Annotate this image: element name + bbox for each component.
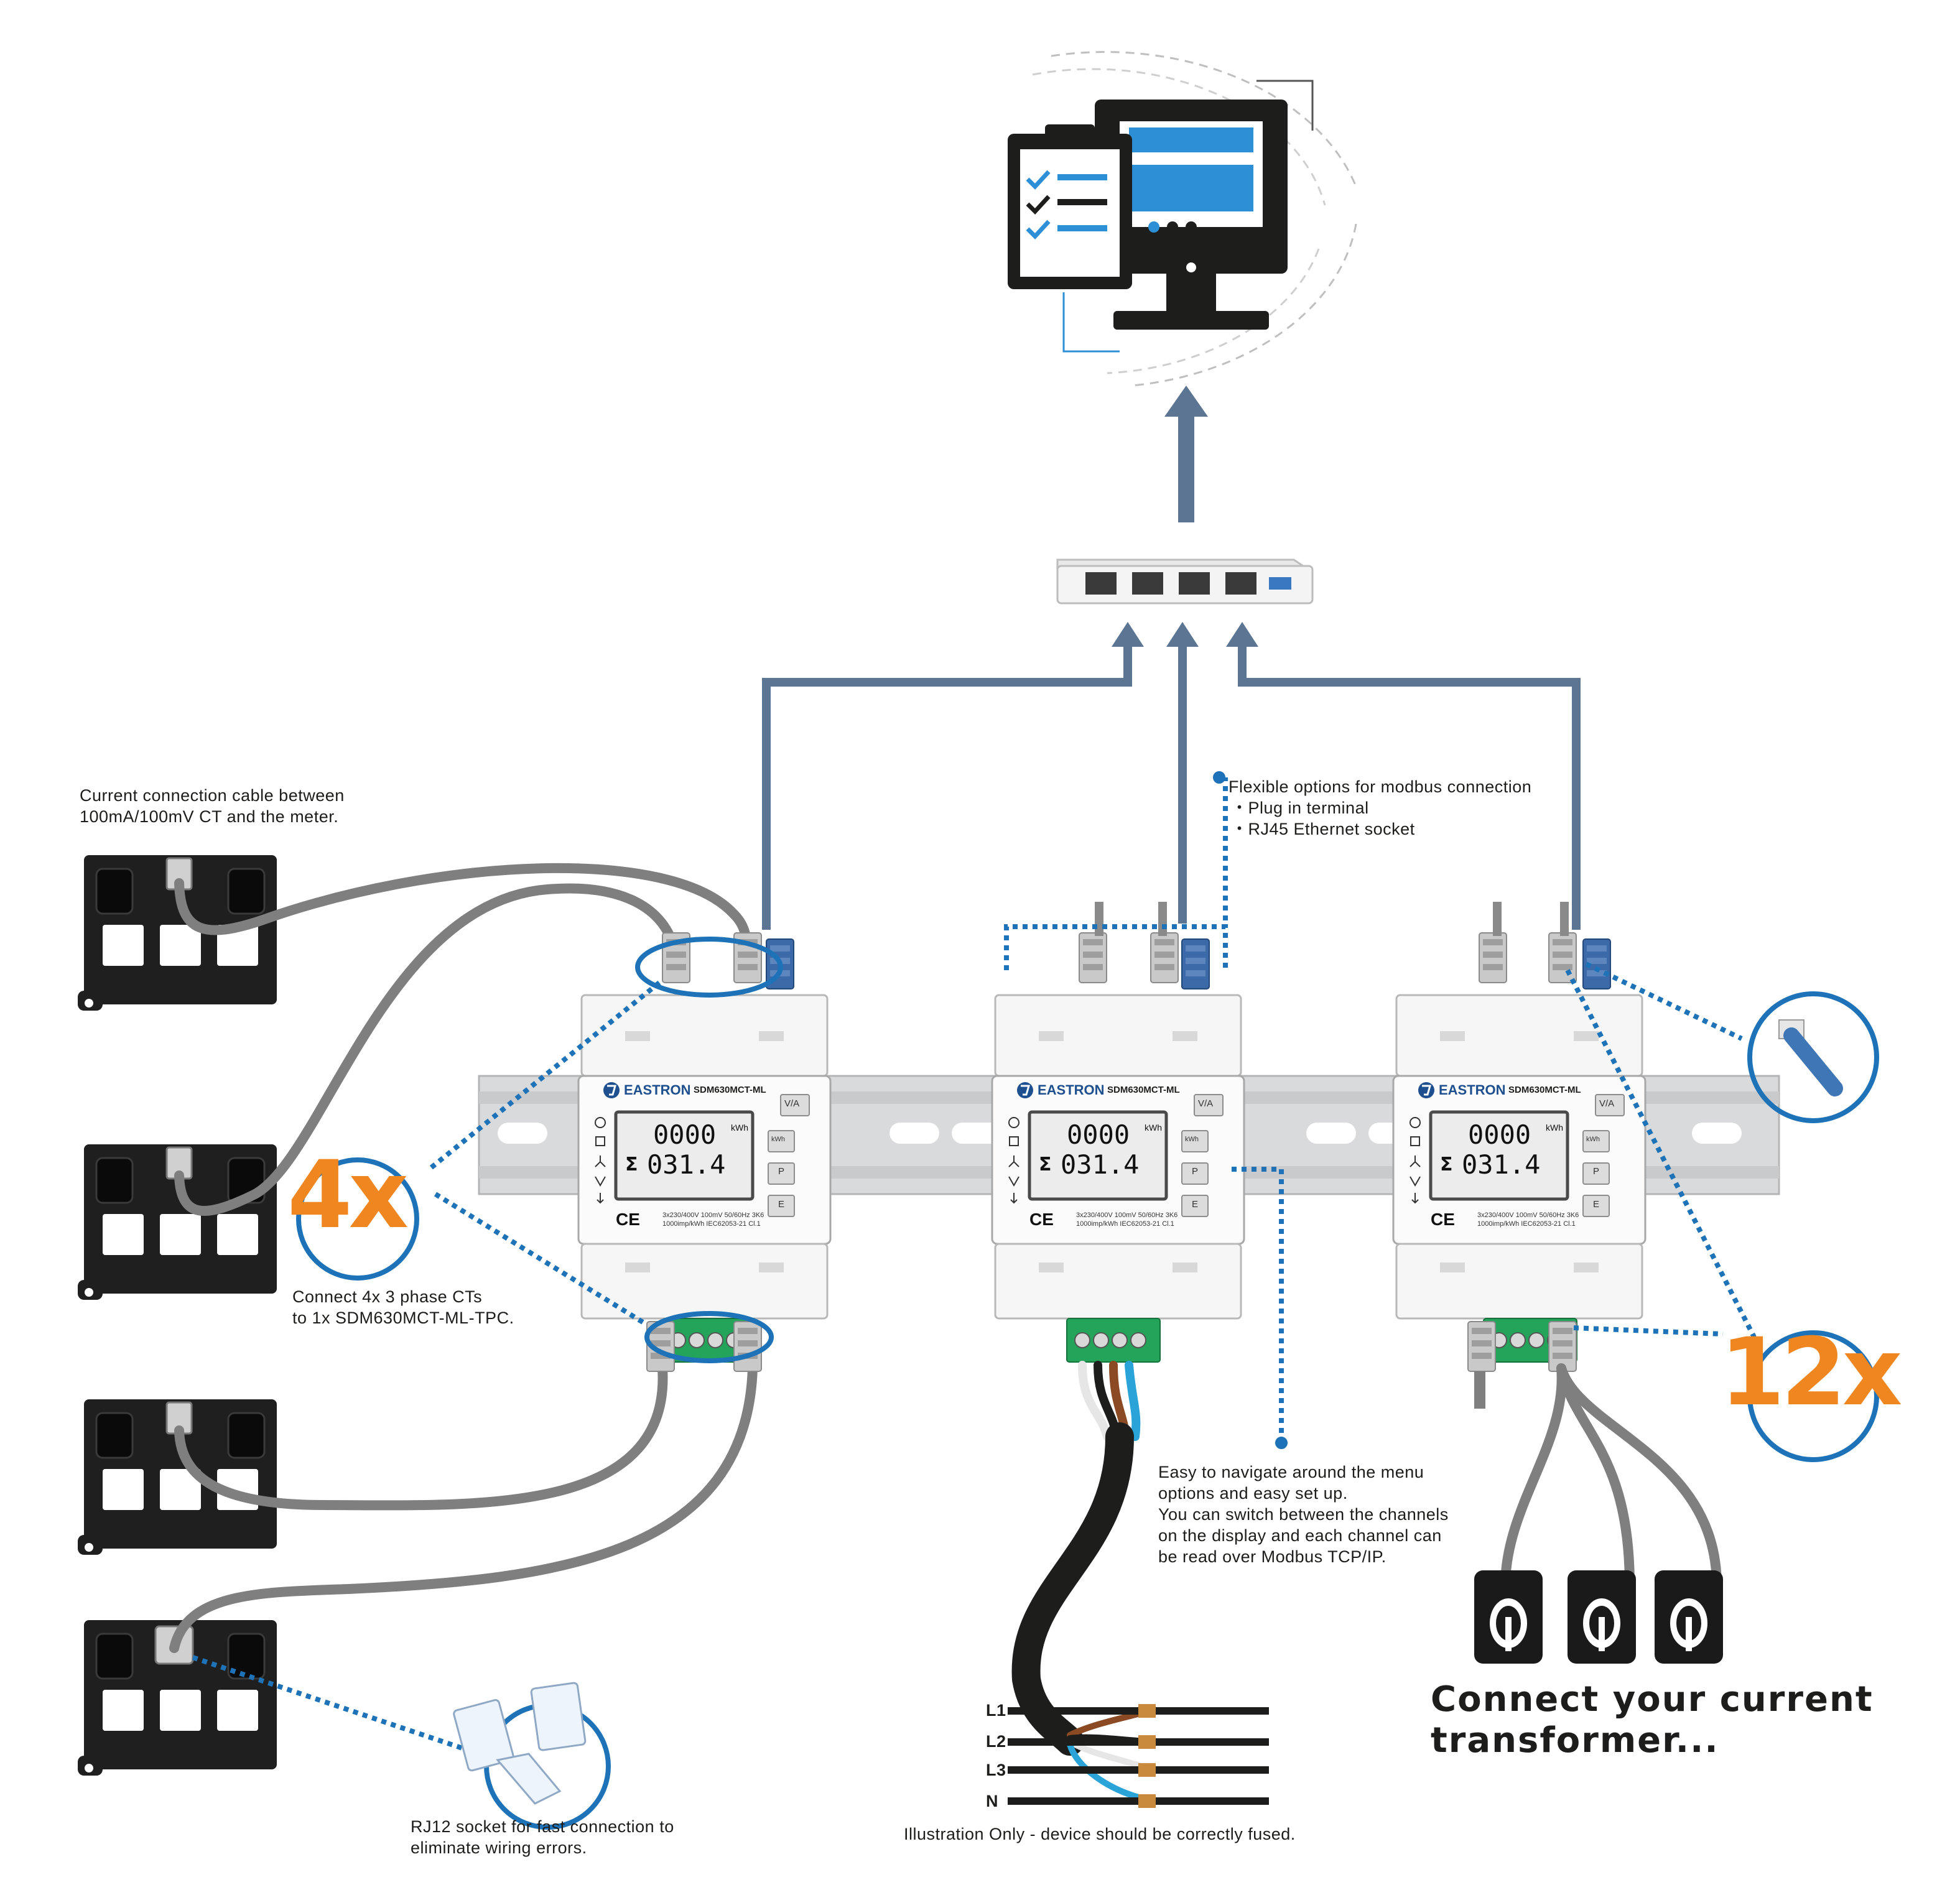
connect-4x-note: Connect 4x 3 phase CTs to 1x SDM630MCT-M… — [292, 1286, 514, 1328]
navigate-line-1: Easy to navigate around the menu — [1158, 1463, 1424, 1481]
button-va[interactable]: V/A — [1599, 1098, 1615, 1109]
button-p[interactable]: P — [1593, 1166, 1600, 1177]
current-cables — [169, 863, 758, 1653]
ce-mark: CE — [1029, 1210, 1054, 1229]
button-kwh[interactable]: kWh — [771, 1136, 785, 1143]
ethernet-switch-icon — [1056, 558, 1314, 605]
navigate-line-3: You can switch between the channels — [1158, 1505, 1449, 1524]
navigate-note: Easy to navigate around the menu options… — [1158, 1462, 1449, 1567]
meter-reading-top: 0000 — [653, 1119, 717, 1150]
meter-spec-1: 3x230/400V 100mV 50/60Hz 3K6 — [662, 1212, 764, 1219]
meter-3-labels: EASTRON SDM630MCT-ML 0000 kWh Σ 031.4 3x… — [1396, 995, 1642, 1318]
terminal-blocks — [646, 1318, 1577, 1409]
dotted-callouts — [192, 777, 1757, 1763]
button-e[interactable]: E — [778, 1199, 785, 1210]
current-cable-line-2: 100mA/100mV CT and the meter. — [80, 807, 339, 826]
meter-1-labels: EASTRON SDM630MCT-ML 0000 kWh Σ 031.4 3x… — [582, 995, 827, 1318]
button-e[interactable]: E — [1593, 1199, 1600, 1210]
meter-reading-top: 0000 — [1067, 1119, 1130, 1150]
connect-ct-line-2: transformer... — [1431, 1720, 1719, 1761]
meter-unit: kWh — [731, 1123, 748, 1133]
meter-unit: kWh — [1546, 1123, 1563, 1133]
meter-sigma: Σ — [1440, 1154, 1453, 1175]
navigate-line-2: options and easy set up. — [1158, 1484, 1348, 1503]
meter-model: SDM630MCT-ML — [1107, 1085, 1180, 1095]
phase-l1: L1 — [986, 1701, 1006, 1720]
button-p[interactable]: P — [778, 1166, 785, 1177]
network-lines — [762, 622, 1581, 930]
meter-plugs — [662, 902, 1611, 989]
meter-reading-bottom: 031.4 — [1061, 1149, 1140, 1180]
button-va[interactable]: V/A — [1198, 1098, 1214, 1109]
fuse-note: Illustration Only - device should be cor… — [904, 1825, 1296, 1843]
ce-mark: CE — [1431, 1210, 1455, 1229]
navigate-line-5: be read over Modbus TCP/IP. — [1158, 1547, 1386, 1566]
meter-2-labels: EASTRON SDM630MCT-ML 0000 kWh Σ 031.4 3x… — [995, 995, 1241, 1318]
button-kwh[interactable]: kWh — [1185, 1136, 1199, 1143]
meter-reading-top: 0000 — [1468, 1119, 1531, 1150]
rj12-line-2: eliminate wiring errors. — [411, 1838, 587, 1857]
ce-mark: CE — [616, 1210, 640, 1229]
connect-4x-line-1: Connect 4x 3 phase CTs — [292, 1287, 483, 1306]
modbus-options-note: Flexible options for modbus connection ・… — [1228, 776, 1531, 840]
phase-n: N — [986, 1792, 998, 1810]
rj12-connector-icon — [453, 1682, 587, 1805]
meter-brand: EASTRON — [1439, 1082, 1506, 1098]
connect-4x-line-2: to 1x SDM630MCT-ML-TPC. — [292, 1309, 514, 1327]
meter-model: SDM630MCT-ML — [1508, 1085, 1581, 1095]
current-cable-line-1: Current connection cable between — [80, 786, 345, 805]
modbus-options-title: Flexible options for modbus connection — [1228, 777, 1532, 796]
computer-monitor-icon — [1032, 51, 1357, 387]
button-kwh[interactable]: kWh — [1586, 1136, 1600, 1143]
button-e[interactable]: E — [1192, 1199, 1199, 1210]
meter-brand: EASTRON — [624, 1082, 691, 1098]
clipboard-checklist-icon — [1008, 124, 1132, 289]
phase-busbars — [1008, 1704, 1269, 1808]
badge-12x: 12x — [1720, 1318, 1902, 1427]
meter-reading-bottom: 031.4 — [647, 1149, 726, 1180]
rj12-line-1: RJ12 socket for fast connection to — [411, 1817, 674, 1836]
ct-clamp-cables — [1500, 1363, 1722, 1591]
ct-clamp-1 — [1474, 1570, 1543, 1664]
phase-l2: L2 — [986, 1732, 1006, 1751]
ct-clamp-3 — [1655, 1570, 1723, 1664]
meter-brand: EASTRON — [1038, 1082, 1105, 1098]
meter-unit: kWh — [1145, 1123, 1162, 1133]
button-p[interactable]: P — [1192, 1166, 1199, 1177]
power-cable — [1011, 1361, 1154, 1804]
phase-l3: L3 — [986, 1761, 1006, 1779]
badge-4x: 4x — [287, 1141, 409, 1249]
modbus-option-1: ・Plug in terminal — [1231, 799, 1369, 817]
network-arrow-to-computer — [1164, 386, 1208, 522]
meter-sigma: Σ — [1039, 1154, 1052, 1175]
meter-sigma: Σ — [625, 1154, 638, 1175]
meter-reading-bottom: 031.4 — [1462, 1149, 1541, 1180]
meter-spec-2: 1000imp/kWh IEC62053-21 Cl.1 — [662, 1220, 761, 1228]
button-va[interactable]: V/A — [784, 1098, 800, 1109]
meter-spec-1: 3x230/400V 100mV 50/60Hz 3K6 — [1477, 1212, 1579, 1219]
meter-spec-1: 3x230/400V 100mV 50/60Hz 3K6 — [1076, 1212, 1178, 1219]
modbus-option-2: ・RJ45 Ethernet socket — [1231, 820, 1415, 838]
rj12-note: RJ12 socket for fast connection to elimi… — [411, 1816, 674, 1858]
navigate-line-4: on the display and each channel can — [1158, 1526, 1442, 1545]
rj45-connector-icon — [1778, 1019, 1843, 1096]
current-cable-note: Current connection cable between 100mA/1… — [80, 785, 345, 827]
meter-spec-2: 1000imp/kWh IEC62053-21 Cl.1 — [1076, 1220, 1174, 1228]
meter-model: SDM630MCT-ML — [694, 1085, 766, 1095]
connect-ct-heading: Connect your current transformer... — [1431, 1679, 1874, 1761]
ct-clamp-2 — [1568, 1570, 1636, 1664]
connect-ct-line-1: Connect your current — [1431, 1679, 1874, 1720]
meter-spec-2: 1000imp/kWh IEC62053-21 Cl.1 — [1477, 1220, 1576, 1228]
